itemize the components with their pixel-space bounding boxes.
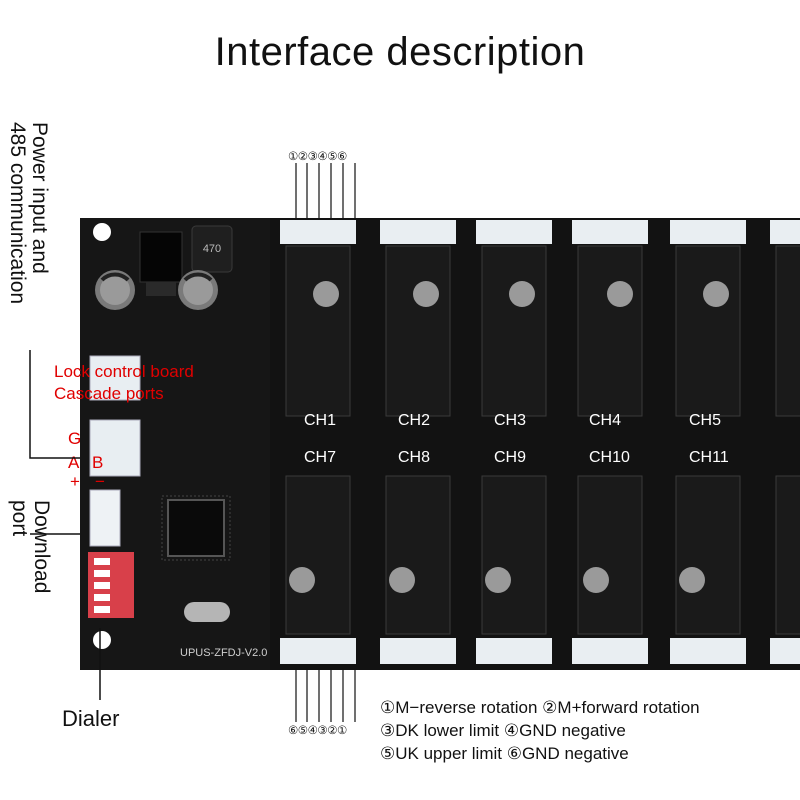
pin-b-label: B [92, 453, 104, 472]
top-pin-numbers: ①②③④⑤⑥ [288, 151, 347, 163]
inductor-label: 470 [203, 243, 221, 255]
bottom-pin-numbers: ⑥⑤④③②① [288, 725, 347, 737]
legend-line-3: ⑤UK upper limit ⑥GND negative [380, 744, 629, 763]
channel-label-bottom: CH11 [689, 449, 729, 466]
bottom-modules [280, 475, 800, 664]
top-pin-leaders [295, 163, 356, 218]
download-port-line1: Download [30, 500, 53, 594]
control-board: 470 UPUS-ZFDJ-V2.0 [80, 218, 800, 670]
crystal [184, 602, 230, 622]
lock-control-line2: Cascade ports [54, 384, 164, 403]
regulator-chip [139, 231, 183, 283]
channel-label-top: CH1 [304, 412, 337, 429]
mcu-chip [167, 499, 225, 557]
channel-label-bottom: CH8 [398, 449, 431, 466]
channel-label-top: CH5 [689, 412, 722, 429]
bottom-pin-leaders [295, 668, 356, 722]
channel-label-bottom: CH10 [589, 449, 630, 466]
pin-plus-label: + [70, 472, 80, 491]
pin-legend: ①M−reverse rotation ②M+forward rotation … [380, 696, 700, 765]
mount-hole-bottom [93, 631, 111, 649]
download-port-connector [89, 489, 121, 547]
download-port-line2: port [8, 500, 31, 537]
cascade-port-connector [89, 355, 141, 401]
board-model: UPUS-ZFDJ-V2.0 [180, 647, 267, 659]
legend-line-1: ①M−reverse rotation ②M+forward rotation [380, 698, 700, 717]
dialer-label: Dialer [62, 706, 120, 731]
mount-hole-top [93, 223, 111, 241]
power-leader [29, 350, 80, 459]
capacitor-right [178, 270, 218, 310]
pin-g-label: G [68, 429, 82, 448]
lock-control-label: Lock control board Cascade ports [54, 361, 194, 405]
channel-label-top: CH4 [589, 412, 622, 429]
power-input-label: Power input and 485 communication [6, 122, 51, 305]
legend-line-2: ③DK lower limit ④GND negative [380, 721, 626, 740]
top-modules [280, 220, 800, 417]
power-input-line1: Power input and [28, 122, 51, 274]
power-input-line2: 485 communication [6, 122, 29, 305]
channel-label-top: CH2 [398, 412, 431, 429]
lock-control-line1: Lock control board [54, 362, 194, 381]
capacitor-left [95, 270, 135, 310]
channel-label-bottom: CH9 [494, 449, 527, 466]
power-485-connector [89, 419, 141, 477]
inductor [191, 225, 233, 273]
channel-label-bottom: CH7 [304, 449, 337, 466]
channel-label-top: CH3 [494, 412, 527, 429]
page-title: Interface description [214, 30, 586, 74]
pin-a-label: A [68, 453, 80, 472]
download-port-label: Download port [8, 500, 53, 594]
pin-minus-label: − [95, 472, 105, 491]
